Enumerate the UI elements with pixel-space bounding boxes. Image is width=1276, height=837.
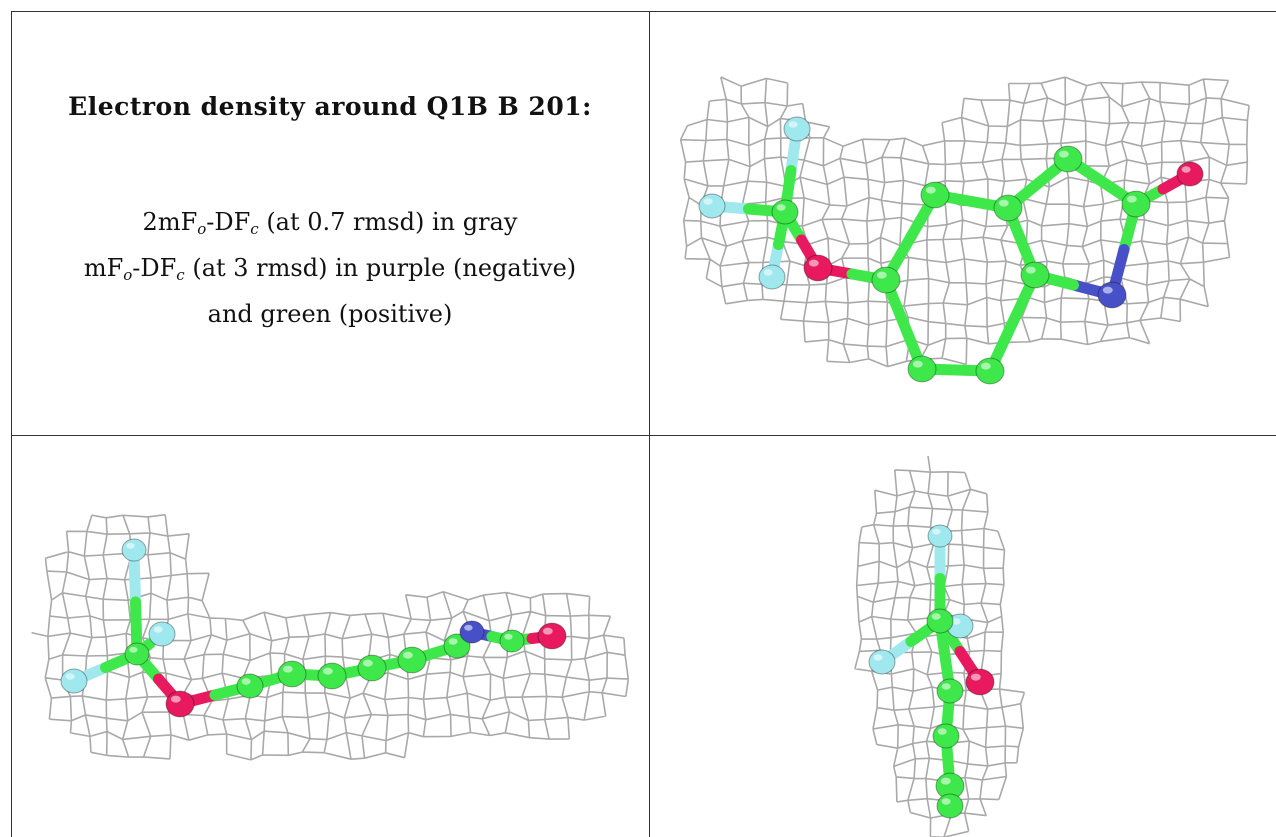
carbon-atom xyxy=(771,199,799,225)
side-view-render xyxy=(31,513,630,761)
fluorine-atom xyxy=(148,621,176,647)
atom-highlight xyxy=(931,613,941,620)
atom-highlight xyxy=(932,528,941,535)
oxygen-atom xyxy=(965,668,995,696)
top-view-render xyxy=(679,76,1250,385)
atom-highlight xyxy=(402,651,413,659)
fluorine-atom xyxy=(783,116,811,142)
atom-highlight xyxy=(925,186,936,194)
carbon-atom xyxy=(871,266,901,294)
fluorine-atom xyxy=(698,193,726,219)
fluorine-atom xyxy=(927,524,953,548)
atom-highlight xyxy=(951,618,961,625)
carbon-atom xyxy=(1053,145,1083,173)
atom-highlight xyxy=(912,360,923,368)
molecule-model xyxy=(60,538,567,718)
caption-line-colors: and green (positive) xyxy=(207,300,453,328)
caption-title: Electron density around Q1B B 201: xyxy=(68,92,592,121)
atom-highlight xyxy=(998,199,1009,207)
atom-highlight xyxy=(65,673,75,680)
carbon-atom xyxy=(317,662,347,690)
atom-highlight xyxy=(126,542,135,549)
atom-highlight xyxy=(873,654,883,661)
carbon-atom xyxy=(397,646,427,674)
oxygen-atom xyxy=(537,622,567,650)
top-view-panel xyxy=(650,12,1276,435)
end-view-panel xyxy=(650,436,1276,837)
grid-center-border xyxy=(649,11,650,837)
atom-highlight xyxy=(282,665,293,673)
end-view-render xyxy=(854,455,1026,837)
atom-highlight xyxy=(763,269,773,276)
atom-highlight xyxy=(937,728,947,735)
carbon-atom xyxy=(932,723,960,749)
nitrogen-atom xyxy=(459,620,485,644)
atom-highlight xyxy=(940,777,951,785)
atom-highlight xyxy=(362,659,373,667)
atom-highlight xyxy=(170,695,181,703)
atom-highlight xyxy=(980,362,991,370)
carbon-atom xyxy=(936,793,964,819)
fluorine-atom xyxy=(60,668,88,694)
atom-highlight xyxy=(1126,195,1137,203)
carbon-atom xyxy=(926,608,954,634)
atom-highlight xyxy=(1058,150,1069,158)
carbon-atom xyxy=(1020,261,1050,289)
atom-highlight xyxy=(1102,286,1113,294)
carbon-atom xyxy=(277,660,307,688)
carbon-atom xyxy=(907,355,937,383)
atom-highlight xyxy=(808,259,819,267)
atom-highlight xyxy=(464,624,473,631)
nitrogen-atom xyxy=(1097,281,1127,309)
atom-highlight xyxy=(504,633,513,640)
side-view-panel xyxy=(12,436,649,837)
atom-highlight xyxy=(876,271,887,279)
density-mesh xyxy=(679,76,1250,368)
oxygen-atom xyxy=(1176,161,1204,187)
atom-highlight xyxy=(941,798,951,805)
molecule-model xyxy=(698,116,1204,385)
atom-highlight xyxy=(776,204,786,211)
atom-highlight xyxy=(129,646,138,653)
oxygen-atom xyxy=(165,690,195,718)
caption-line-fofc: mFo-DFc (at 3 rmsd) in purple (negative) xyxy=(83,254,577,284)
carbon-atom xyxy=(1121,190,1151,218)
fluorine-atom xyxy=(121,538,147,562)
caption-description: 2mFo-DFc (at 0.7 rmsd) in gray mFo-DFc (… xyxy=(84,203,576,334)
atom-highlight xyxy=(1181,166,1191,173)
carbon-atom xyxy=(124,642,150,666)
oxygen-atom xyxy=(803,254,833,282)
atom-highlight xyxy=(1025,266,1036,274)
carbon-atom xyxy=(920,181,950,209)
carbon-atom xyxy=(499,629,525,653)
caption-cell: Electron density around Q1B B 201: 2mFo-… xyxy=(12,12,648,435)
carbon-atom xyxy=(993,194,1023,222)
carbon-atom xyxy=(236,673,264,699)
atom-highlight xyxy=(703,198,713,205)
atom-highlight xyxy=(153,626,163,633)
atom-highlight xyxy=(322,667,333,675)
fluorine-atom xyxy=(868,649,896,675)
atom-highlight xyxy=(970,673,981,681)
carbon-atom xyxy=(936,678,964,704)
caption-line-2fofc: 2mFo-DFc (at 0.7 rmsd) in gray xyxy=(142,208,518,238)
carbon-atom xyxy=(975,357,1005,385)
mesh-lines xyxy=(679,76,1250,368)
carbon-atom xyxy=(357,654,387,682)
atom-highlight xyxy=(241,678,251,685)
atom-highlight xyxy=(788,121,798,128)
grid-left-border xyxy=(11,11,12,837)
atom-highlight xyxy=(542,627,553,635)
atom-highlight xyxy=(448,638,458,645)
grid-top-border xyxy=(12,11,1276,12)
grid-middle-border xyxy=(12,435,1276,436)
molecule-model xyxy=(868,524,995,819)
fluorine-atom xyxy=(758,264,786,290)
atom-highlight xyxy=(941,683,951,690)
